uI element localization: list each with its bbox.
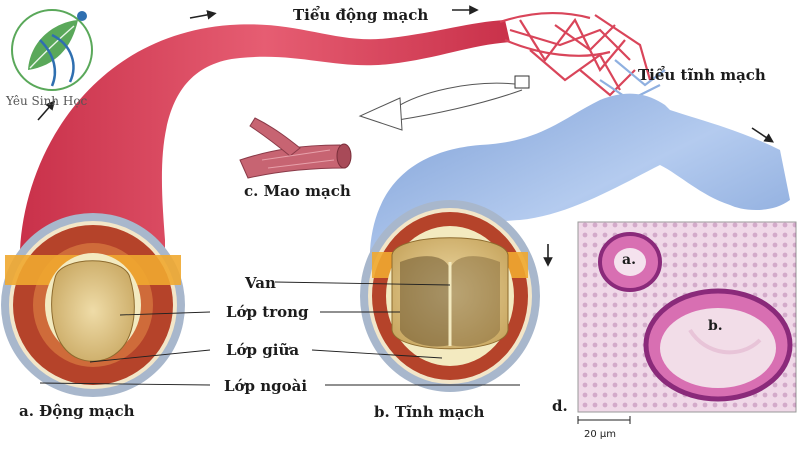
capillary-network [499, 11, 652, 97]
scale-bar [577, 416, 631, 424]
label-middle-layer: Lớp giữa [226, 341, 300, 359]
capillary-closeup [239, 117, 352, 179]
zoom-pointer [358, 75, 530, 131]
label-venule: Tiểu tĩnh mạch [638, 66, 766, 84]
label-artery: a. Động mạch [19, 402, 135, 420]
vein-tube [370, 93, 790, 300]
label-vein: b. Tĩnh mạch [374, 403, 485, 421]
leaf-dna-logo-icon [11, 9, 93, 91]
scale-bar-label: 20 µm [584, 429, 617, 440]
label-capillary: c. Mao mạch [244, 182, 351, 200]
artery-cross-section [1, 213, 185, 397]
label-arteriole: Tiểu động mạch [293, 6, 429, 24]
leader-lines [39, 281, 520, 386]
micrograph-panel [577, 221, 797, 413]
label-outer-layer: Lớp ngoài [224, 377, 308, 395]
label-micrograph-a: a. [622, 252, 636, 268]
vein-cross-section [360, 200, 540, 392]
label-micrograph: d. [552, 397, 568, 415]
label-valve: Van [245, 274, 276, 292]
label-inner-layer: Lớp trong [226, 303, 309, 321]
logo-text: Yêu Sinh Học [6, 94, 88, 108]
label-micrograph-b: b. [708, 318, 723, 334]
flow-arrows [37, 5, 774, 267]
